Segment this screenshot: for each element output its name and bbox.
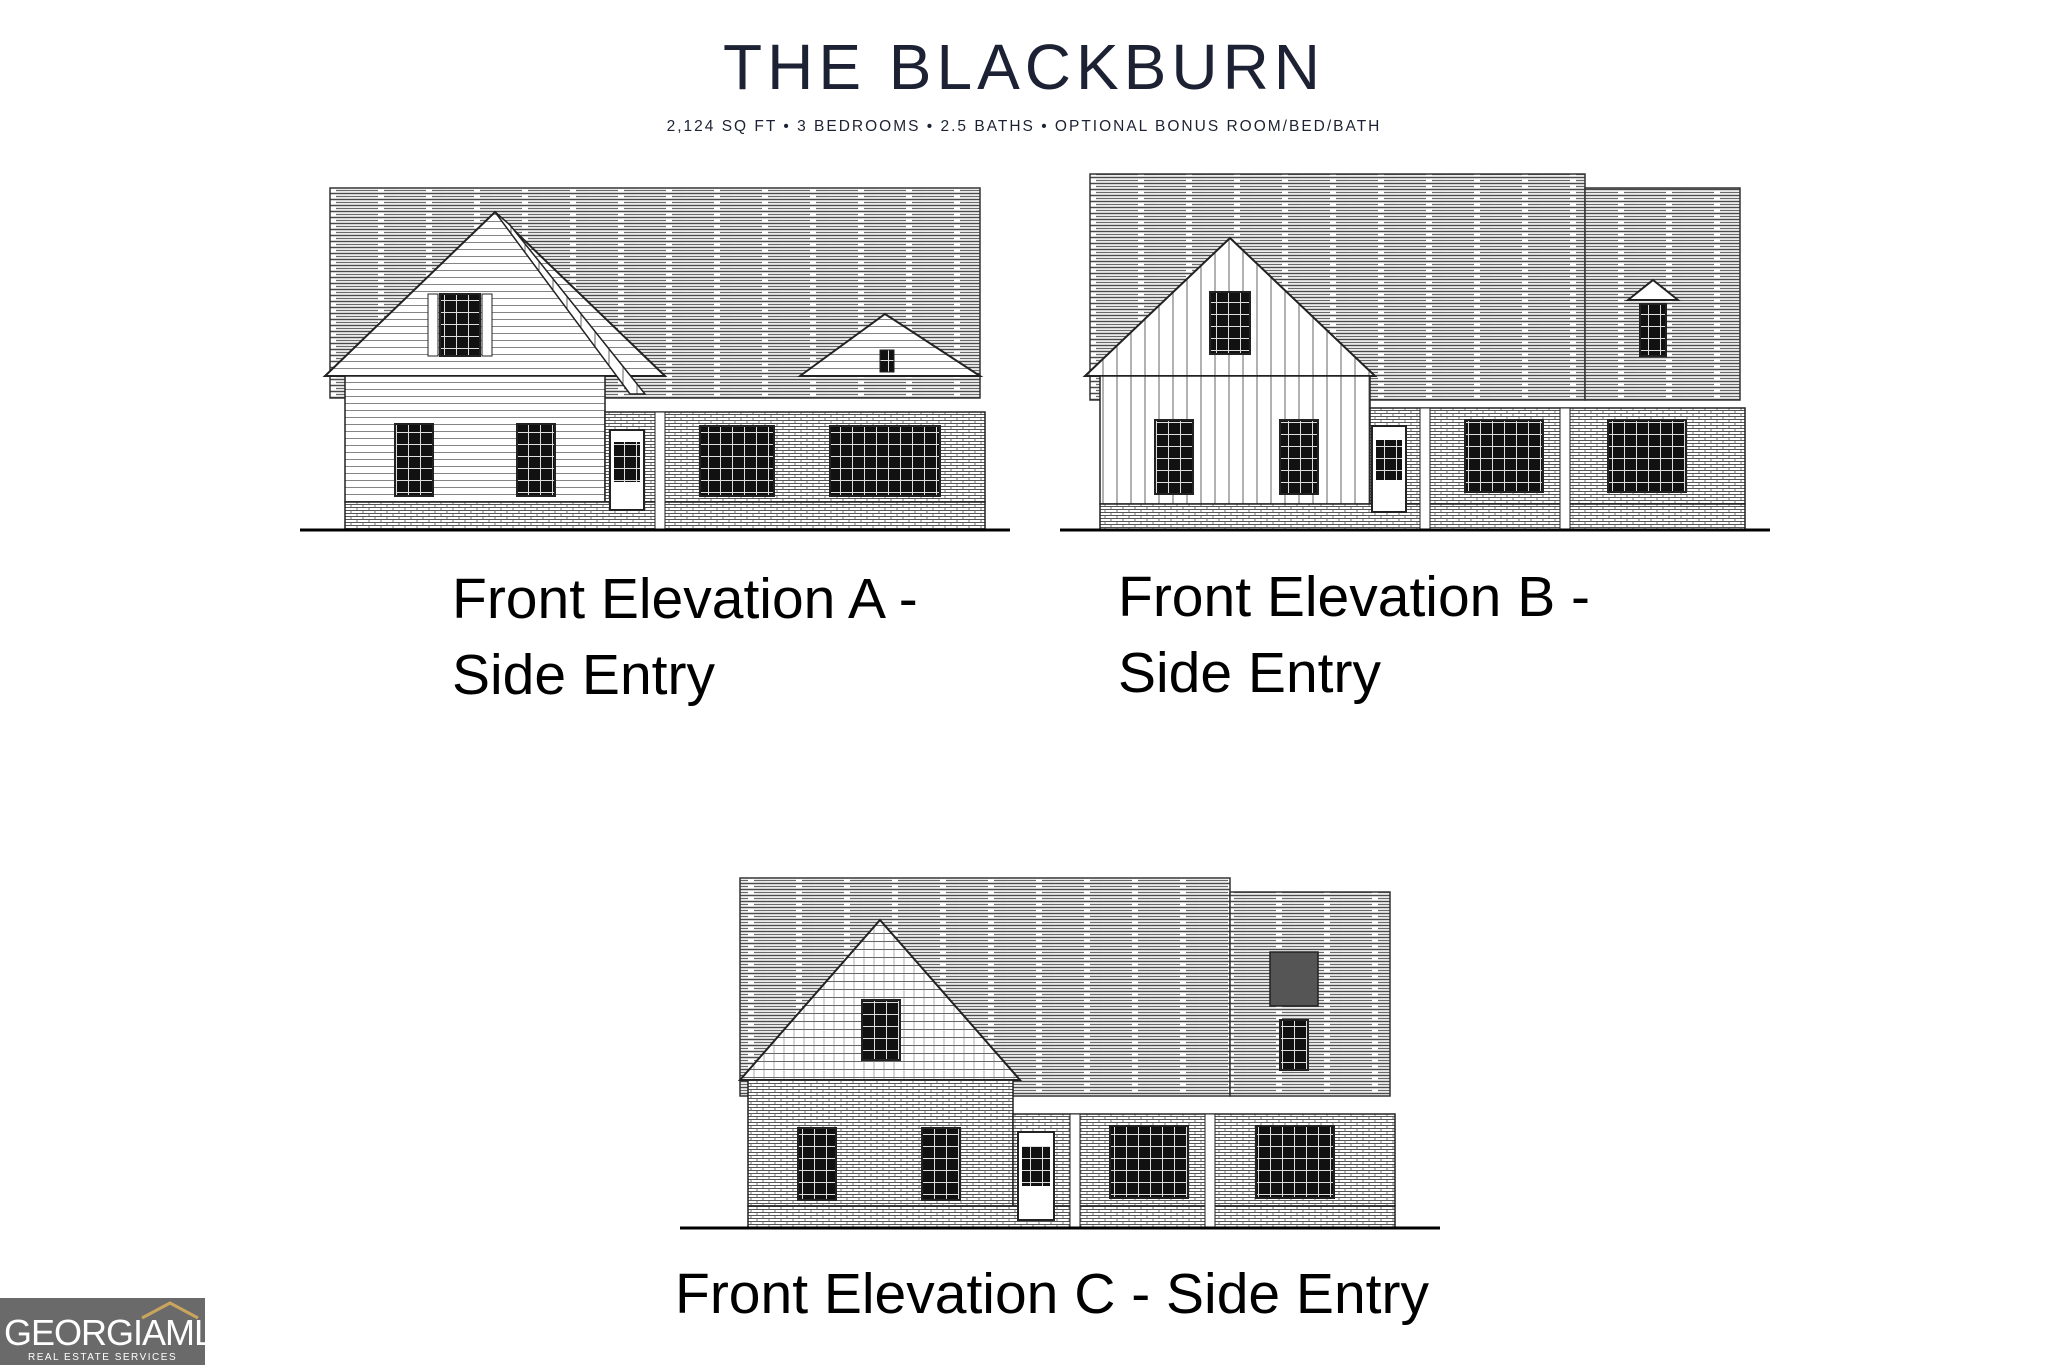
page-subtitle: 2,124 SQ FT • 3 BEDROOMS • 2.5 BATHS • O…: [666, 118, 1382, 135]
elevation-b-caption-line1: Front Elevation B -: [1118, 565, 1591, 629]
elevation-a-caption: Front Elevation A - Side Entry: [452, 561, 1052, 713]
georgia-mls-logo: GEORGIAMLS REAL ESTATE SERVICES: [0, 1298, 237, 1365]
elevation-b-drawing: [1060, 173, 1770, 532]
elevation-c-drawing: [680, 877, 1440, 1230]
logo-name: GEORGIAMLS: [4, 1312, 237, 1353]
elevation-a-caption-line2: Side Entry: [452, 643, 715, 707]
elevation-a-drawing: [300, 187, 1010, 532]
page-title: THE BLACKBURN: [723, 31, 1325, 103]
house-roof-icon: [141, 1301, 199, 1320]
elevation-b-caption: Front Elevation B - Side Entry: [1118, 559, 1718, 711]
elevation-c-caption: Front Elevation C - Side Entry: [675, 1262, 1429, 1326]
logo-tagline: REAL ESTATE SERVICES: [28, 1352, 178, 1363]
elevation-b-caption-line2: Side Entry: [1118, 641, 1381, 705]
elevation-a-caption-line1: Front Elevation A -: [452, 567, 918, 631]
